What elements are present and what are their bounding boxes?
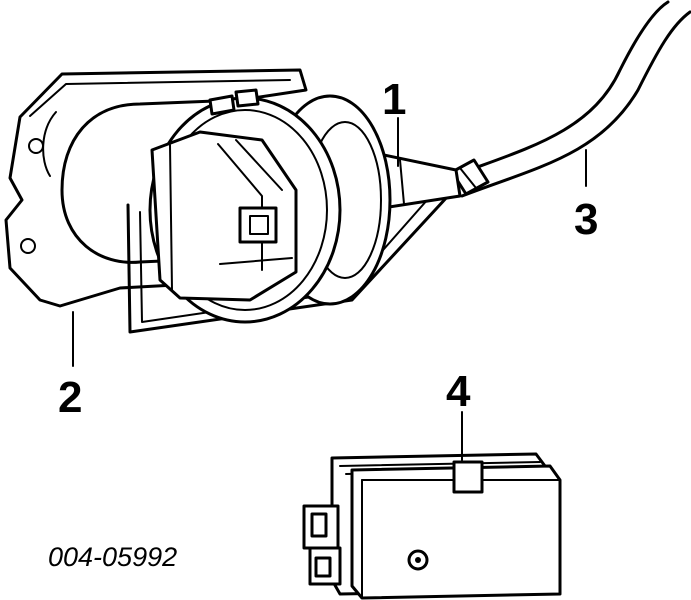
callout-4: 4 — [446, 367, 471, 416]
part-1-motor — [126, 88, 462, 334]
callout-2: 2 — [58, 373, 82, 422]
part-3-cable — [446, 0, 691, 198]
part-4-module — [302, 452, 562, 600]
part-number-label: 004-05992 — [48, 542, 177, 572]
part-2-bracket — [4, 68, 308, 308]
callout-1: 1 — [382, 75, 406, 124]
callout-3: 3 — [574, 195, 598, 244]
leader-lines — [72, 117, 587, 461]
